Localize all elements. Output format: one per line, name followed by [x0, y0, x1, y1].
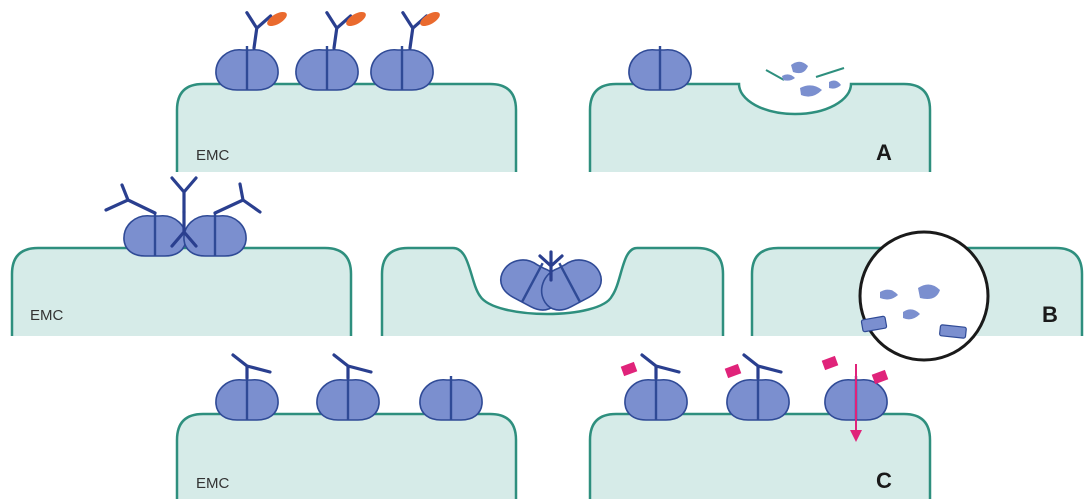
- panel-b: EMC B: [12, 178, 1082, 360]
- panel-a: EMC A: [177, 9, 930, 172]
- cell-a-left: EMC: [177, 84, 516, 172]
- cell-label-c: EMC: [196, 475, 230, 492]
- receptor-blocked-toxin: [725, 355, 789, 420]
- panel-label-c: C: [876, 468, 892, 493]
- crosslinked-receptors: [106, 178, 260, 256]
- receptor-antibody-antigen-complex: [216, 9, 289, 90]
- cell-label-b: EMC: [30, 307, 64, 324]
- vesicle: [860, 232, 988, 360]
- endocytosing-receptors: [495, 249, 608, 317]
- panel-c: EMC C: [177, 355, 930, 499]
- receptor-blocked-toxin: [621, 355, 687, 420]
- cell-label-a: EMC: [196, 147, 230, 164]
- panel-label-a: A: [876, 140, 892, 165]
- degraded-fragments: [766, 62, 844, 97]
- receptor-antibody-antigen-complex: [296, 9, 368, 90]
- receptor-with-antibody: [317, 355, 379, 420]
- panel-label-b: B: [1042, 302, 1058, 327]
- receptor-with-antibody: [216, 355, 278, 420]
- cell-b-left: EMC: [12, 248, 351, 336]
- receptor-antibody-antigen-complex: [371, 9, 442, 90]
- cell-c-left: EMC: [177, 414, 516, 499]
